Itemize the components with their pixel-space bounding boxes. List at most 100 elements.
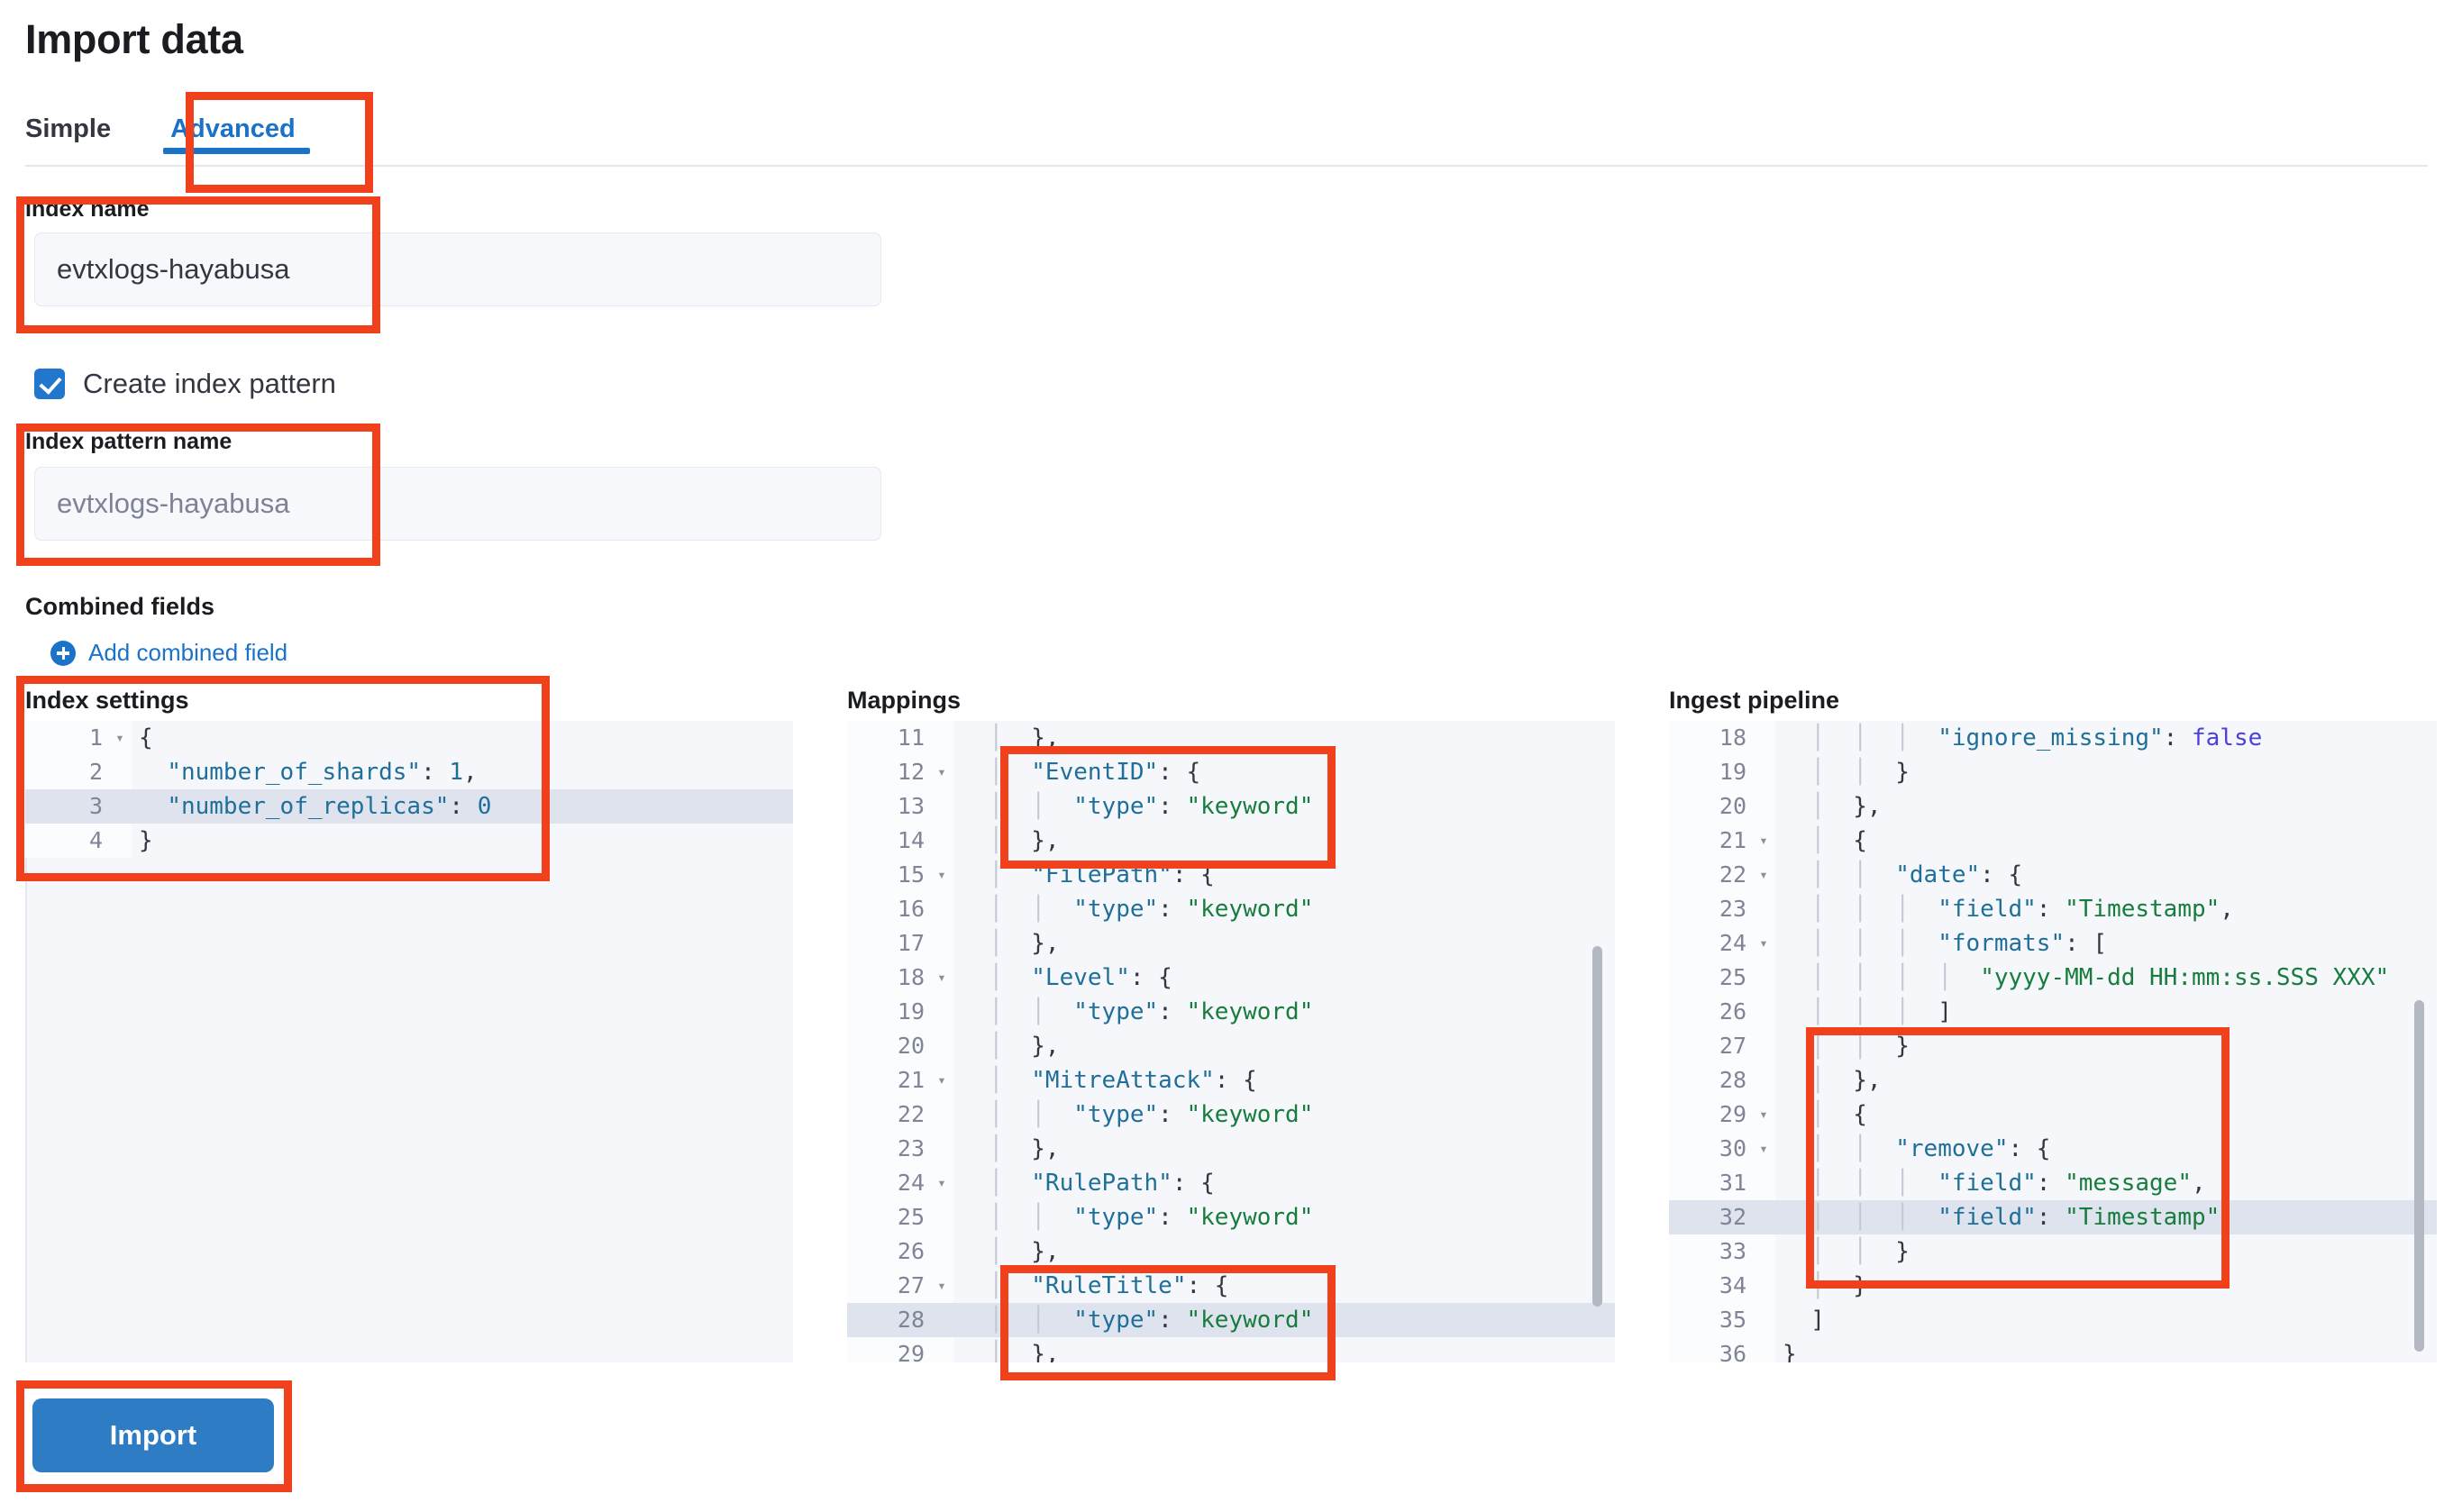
- add-combined-field-button[interactable]: Add combined field: [50, 639, 287, 667]
- index-pattern-name-input[interactable]: evtxlogs-hayabusa: [34, 467, 881, 541]
- line-number: 23: [847, 1132, 930, 1166]
- editor-line[interactable]: 26 │ │ │ ]: [1669, 995, 2437, 1029]
- fold-caret-icon[interactable]: ▾: [930, 858, 953, 892]
- editor-line[interactable]: 14 │ },: [847, 824, 1615, 858]
- line-number: 21: [847, 1063, 930, 1098]
- tab-divider: [25, 165, 2428, 167]
- code-text: │ │ │ ]: [1810, 998, 1952, 1025]
- line-number: 27: [847, 1269, 930, 1303]
- editor-line[interactable]: 21▾ │ "MitreAttack": {: [847, 1063, 1615, 1098]
- line-number: 19: [847, 995, 930, 1029]
- editor-line[interactable]: 19 │ │ "type": "keyword": [847, 995, 1615, 1029]
- line-number: 28: [847, 1303, 930, 1337]
- editor-line[interactable]: 32 │ │ │ "field": "Timestamp": [1669, 1200, 2437, 1234]
- fold-spacer: [108, 789, 132, 824]
- editor-line[interactable]: 29 │ },: [847, 1337, 1615, 1362]
- fold-caret-icon[interactable]: ▾: [930, 1269, 953, 1303]
- plus-circle-icon: [50, 640, 76, 666]
- editor-line[interactable]: 36}: [1669, 1337, 2437, 1362]
- mappings-editor[interactable]: 11 │ },12▾ │ "EventID": {13 │ │ "type": …: [847, 721, 1615, 1362]
- editor-line[interactable]: 27 │ │ }: [1669, 1029, 2437, 1063]
- editor-line[interactable]: 11 │ },: [847, 721, 1615, 755]
- editor-line[interactable]: 13 │ │ "type": "keyword": [847, 789, 1615, 824]
- line-number: 25: [1669, 961, 1752, 995]
- editor-line[interactable]: 30▾ │ │ "remove": {: [1669, 1132, 2437, 1166]
- fold-caret-icon[interactable]: ▾: [108, 721, 132, 755]
- import-button[interactable]: Import: [32, 1398, 274, 1472]
- fold-spacer: [1752, 1029, 1775, 1063]
- code-text: │ │ }: [1810, 759, 1910, 786]
- line-number: 33: [1669, 1234, 1752, 1269]
- code-text: │ },: [989, 1033, 1060, 1060]
- editor-line[interactable]: 24▾ │ "RulePath": {: [847, 1166, 1615, 1200]
- fold-spacer: [1752, 1337, 1775, 1362]
- fold-caret-icon[interactable]: ▾: [930, 961, 953, 995]
- editor-line[interactable]: 25 │ │ "type": "keyword": [847, 1200, 1615, 1234]
- line-number: 34: [1669, 1269, 1752, 1303]
- editor-line[interactable]: 25 │ │ │ │ "yyyy-MM-dd HH:mm:ss.SSS XXX": [1669, 961, 2437, 995]
- editor-line[interactable]: 1▾{: [25, 721, 793, 755]
- editor-line[interactable]: 22 │ │ "type": "keyword": [847, 1098, 1615, 1132]
- editor-line[interactable]: 3 "number_of_replicas": 0: [25, 789, 793, 824]
- fold-caret-icon[interactable]: ▾: [930, 1166, 953, 1200]
- line-number: 24: [847, 1166, 930, 1200]
- editor-line[interactable]: 19 │ │ }: [1669, 755, 2437, 789]
- editor-line[interactable]: 15▾ │ "FilePath": {: [847, 858, 1615, 892]
- line-number: 18: [1669, 721, 1752, 755]
- tab-simple[interactable]: Simple: [25, 114, 112, 143]
- editor-line[interactable]: 20 │ },: [847, 1029, 1615, 1063]
- editor-line[interactable]: 35 ]: [1669, 1303, 2437, 1337]
- editor-line[interactable]: 17 │ },: [847, 926, 1615, 961]
- editor-line[interactable]: 12▾ │ "EventID": {: [847, 755, 1615, 789]
- code-text: ]: [1783, 1307, 1825, 1334]
- editor-line[interactable]: 20 │ },: [1669, 789, 2437, 824]
- editor-line[interactable]: 31 │ │ │ "field": "message",: [1669, 1166, 2437, 1200]
- code-text: │ },: [989, 827, 1060, 854]
- editor-line[interactable]: 22▾ │ │ "date": {: [1669, 858, 2437, 892]
- fold-spacer: [1752, 1166, 1775, 1200]
- ingest-pipeline-scrollbar[interactable]: [2414, 1000, 2424, 1352]
- editor-line[interactable]: 27▾ │ "RuleTitle": {: [847, 1269, 1615, 1303]
- editor-line[interactable]: 21▾ │ {: [1669, 824, 2437, 858]
- code-text: "number_of_shards": 1,: [167, 759, 478, 786]
- editor-line[interactable]: 29▾ │ {: [1669, 1098, 2437, 1132]
- editor-line[interactable]: 23 │ },: [847, 1132, 1615, 1166]
- fold-spacer: [930, 892, 953, 926]
- editor-line[interactable]: 23 │ │ │ "field": "Timestamp",: [1669, 892, 2437, 926]
- editor-line[interactable]: 18 │ │ │ "ignore_missing": false: [1669, 721, 2437, 755]
- fold-caret-icon[interactable]: ▾: [1752, 858, 1775, 892]
- editor-line[interactable]: 33 │ │ }: [1669, 1234, 2437, 1269]
- code-text: │ │ "type": "keyword": [989, 1101, 1314, 1128]
- fold-caret-icon[interactable]: ▾: [930, 1063, 953, 1098]
- editor-line[interactable]: 28 │ },: [1669, 1063, 2437, 1098]
- index-settings-editor[interactable]: 1▾{2 "number_of_shards": 1,3 "number_of_…: [25, 721, 793, 1362]
- fold-caret-icon[interactable]: ▾: [1752, 824, 1775, 858]
- line-number: 13: [847, 789, 930, 824]
- editor-line[interactable]: 4}: [25, 824, 793, 858]
- editor-line[interactable]: 26 │ },: [847, 1234, 1615, 1269]
- create-index-pattern-row[interactable]: Create index pattern: [34, 368, 336, 400]
- create-index-pattern-checkbox[interactable]: [34, 369, 65, 399]
- editor-line[interactable]: 28 │ │ "type": "keyword": [847, 1303, 1615, 1337]
- fold-caret-icon[interactable]: ▾: [1752, 926, 1775, 961]
- line-number: 18: [847, 961, 930, 995]
- code-text: │ │ "type": "keyword": [989, 896, 1314, 923]
- code-text: │ "RuleTitle": {: [989, 1272, 1229, 1299]
- fold-caret-icon[interactable]: ▾: [1752, 1132, 1775, 1166]
- editor-line[interactable]: 24▾ │ │ │ "formats": [: [1669, 926, 2437, 961]
- editor-line[interactable]: 18▾ │ "Level": {: [847, 961, 1615, 995]
- fold-caret-icon[interactable]: ▾: [930, 755, 953, 789]
- editor-line[interactable]: 16 │ │ "type": "keyword": [847, 892, 1615, 926]
- index-name-input[interactable]: evtxlogs-hayabusa: [34, 232, 881, 306]
- line-number: 26: [847, 1234, 930, 1269]
- mappings-scrollbar[interactable]: [1592, 946, 1602, 1307]
- code-text: }: [139, 827, 153, 854]
- editor-line[interactable]: 34 │ }: [1669, 1269, 2437, 1303]
- editor-line[interactable]: 2 "number_of_shards": 1,: [25, 755, 793, 789]
- fold-caret-icon[interactable]: ▾: [1752, 1098, 1775, 1132]
- page-title: Import data: [25, 16, 243, 62]
- code-text: │ },: [989, 1135, 1060, 1162]
- code-text: │ │ │ "ignore_missing": false: [1810, 724, 2263, 751]
- tab-advanced[interactable]: Advanced: [132, 114, 333, 164]
